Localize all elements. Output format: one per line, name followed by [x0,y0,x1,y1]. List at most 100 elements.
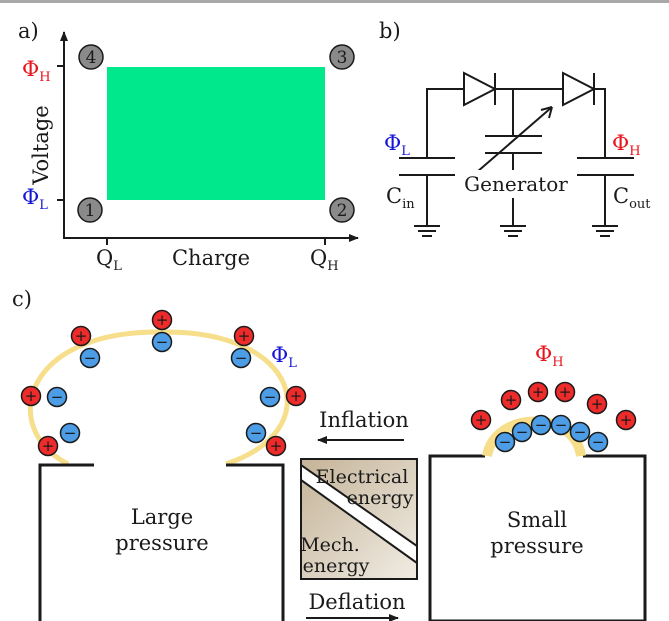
ground-right [592,225,618,237]
positive-charge-8: + [527,381,549,403]
circuit-phi-h: ΦH [612,131,641,159]
mech-energy-label-2: energy [303,555,370,577]
positive-charge-9: + [554,381,576,403]
negative-charge-4: − [46,386,68,408]
x-tick-label-high: QH [310,246,339,274]
positive-charge-0: + [151,309,173,331]
svg-text:−: − [574,423,587,441]
right-chamber-wall [428,454,647,621]
y-tick-label-high: ΦH [22,57,51,85]
corner-marker-1: 1 [77,197,103,223]
svg-text:+: + [25,387,38,405]
svg-text:−: − [51,388,64,406]
positive-charge-11: + [470,409,492,431]
corner-marker-2: 2 [329,197,355,223]
panel-a-label: a) [18,19,39,43]
svg-text:4: 4 [86,48,97,68]
wire-right-top [594,88,606,158]
negative-charge-9: − [530,414,552,436]
mech-energy-label-1: Mech. [300,534,360,556]
panel-b: b) [379,19,651,237]
diode-left [463,71,498,107]
svg-text:−: − [156,333,169,351]
x-axis-label: Charge [172,246,250,270]
circuit-phi-l: ΦL [384,131,410,159]
svg-text:+: + [559,383,572,401]
negative-charge-8: − [511,421,533,443]
left-chamber-label-2: pressure [115,531,208,555]
x-tick-label-low: QL [96,246,122,274]
diode-right [562,71,597,107]
svg-text:+: + [290,387,303,405]
capacitor-cout [577,157,634,226]
svg-text:−: − [84,349,97,367]
svg-text:+: + [475,411,488,429]
negative-charge-11: − [569,421,591,443]
svg-text:3: 3 [337,48,348,68]
svg-text:+: + [156,311,169,329]
negative-charge-1: − [230,347,252,369]
positive-charge-12: + [615,409,637,431]
svg-text:1: 1 [85,201,96,221]
top-border [0,0,669,3]
left-chamber-label-1: Large [131,505,193,529]
svg-text:−: − [499,433,512,451]
negative-charge-3: − [259,386,281,408]
deflation-label: Deflation [308,590,405,614]
positive-charge-7: + [500,389,522,411]
balloon-phi-h: ΦH [535,342,564,370]
ground-left [414,225,440,237]
electrical-energy-label-2: energy [347,487,414,509]
corner-marker-3: 3 [329,44,355,70]
generator-capacitor [476,89,553,226]
negative-charge-5: − [59,422,81,444]
label-cin: Cin [386,184,415,212]
energy-block: Electrical energy Mech. energy [300,458,418,580]
svg-text:+: + [532,383,545,401]
left-chamber-wall [38,463,285,621]
right-chamber-label-1: Small [507,508,568,532]
svg-text:+: + [75,327,88,345]
svg-text:−: − [64,424,77,442]
balloon-phi-l: ΦL [271,343,297,371]
svg-text:2: 2 [337,201,348,221]
panel-c: c) Large pressure Small pressure +++++++… [12,287,647,621]
electrical-energy-label-1: Electrical [316,466,409,488]
y-tick-label-low: ΦL [22,185,48,213]
svg-text:+: + [238,327,251,345]
charges-layer: +++++++++++++−−−−−−−−−−−−− [20,309,637,457]
svg-text:−: − [555,416,568,434]
ground-middle [500,225,526,237]
panel-b-label: b) [379,19,401,43]
panel-a: a) 4 3 1 2 Voltage Charge [18,19,359,274]
negative-charge-10: − [550,414,572,436]
right-chamber-label-2: pressure [490,534,583,558]
negative-charge-12: − [587,431,609,453]
svg-text:−: − [535,416,548,434]
y-axis-label: Voltage [29,105,53,185]
negative-charge-6: − [245,422,267,444]
variable-arrow [476,106,553,173]
capacitor-cin [399,157,455,226]
label-cout: Cout [613,184,651,212]
negative-charge-7: − [494,431,516,453]
negative-charge-2: − [79,347,101,369]
svg-text:+: + [620,411,633,429]
cycle-region [107,67,325,200]
svg-text:+: + [270,437,283,455]
svg-text:−: − [264,388,277,406]
svg-text:+: + [591,395,604,413]
wire-left-top [426,88,464,158]
svg-text:−: − [516,423,529,441]
generator-label: Generator [464,172,568,196]
positive-charge-6: + [265,435,287,457]
positive-charge-4: + [20,385,42,407]
positive-charge-10: + [586,393,608,415]
generator-label-bg [458,170,574,198]
svg-text:+: + [42,437,55,455]
positive-charge-5: + [37,435,59,457]
positive-charge-3: + [285,385,307,407]
corner-marker-4: 4 [78,44,104,70]
svg-text:−: − [250,424,263,442]
